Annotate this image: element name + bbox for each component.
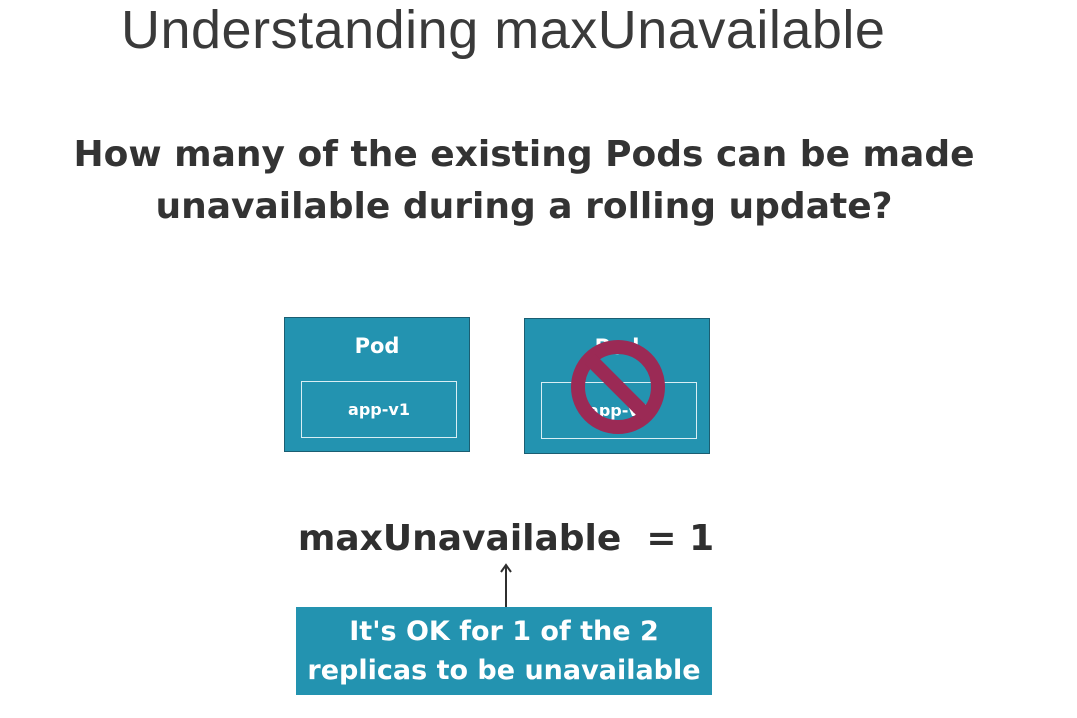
pod-available: Pod app-v1 [284, 317, 470, 452]
slide-title: Understanding maxUnavailable [121, 0, 886, 60]
question-line-2: unavailable during a rolling update? [155, 186, 893, 227]
pod-label: Pod [354, 334, 400, 358]
question-text: How many of the existing Pods can be mad… [0, 129, 1048, 233]
container-box: app-v1 [301, 381, 457, 438]
max-unavailable-formula: maxUnavailable = 1 [297, 518, 715, 559]
callout-box: It's OK for 1 of the 2 replicas to be un… [296, 607, 712, 695]
question-line-1: How many of the existing Pods can be mad… [73, 134, 975, 175]
no-entry-icon [571, 340, 665, 434]
up-arrow-icon [500, 563, 512, 609]
callout-line-2: replicas to be unavailable [307, 655, 701, 686]
callout-line-1: It's OK for 1 of the 2 [349, 616, 659, 647]
